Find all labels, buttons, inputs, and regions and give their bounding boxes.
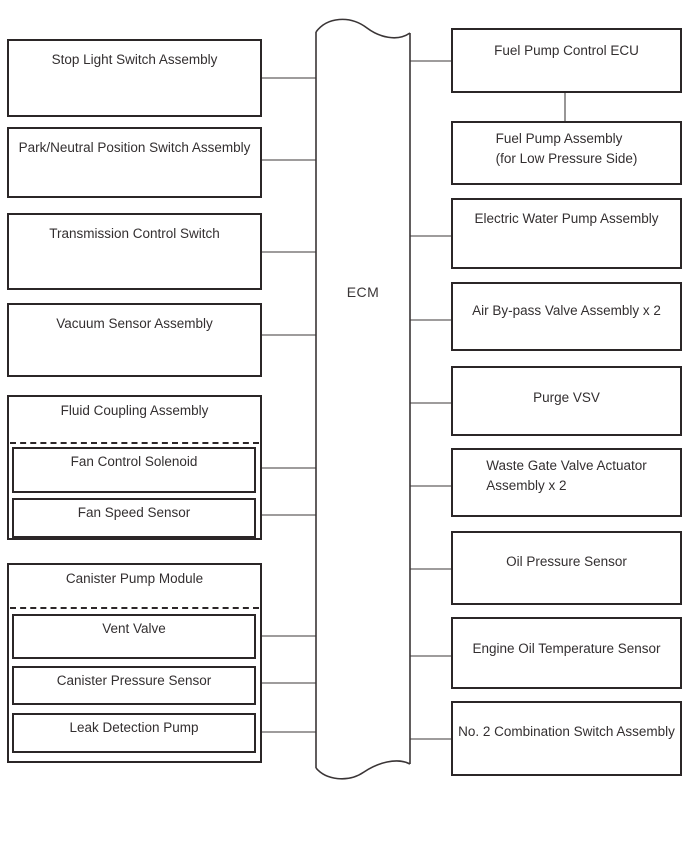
dashed-divider [10, 607, 259, 609]
block-no2-combination-switch-assembly: No. 2 Combination Switch Assembly [451, 701, 682, 776]
block-fuel-pump-assembly-low-pressure: Fuel Pump Assembly (for Low Pressure Sid… [451, 121, 682, 185]
block-stop-light-switch-assembly: Stop Light Switch Assembly [7, 39, 262, 117]
block-transmission-control-switch: Transmission Control Switch [7, 213, 262, 290]
block-label: Fuel Pump Control ECU [494, 43, 639, 58]
block-label: Fuel Pump Assembly (for Low Pressure Sid… [495, 131, 638, 167]
block-label: Fan Control Solenoid [70, 454, 198, 469]
ecm-torn-bottom-edge [315, 760, 411, 780]
block-label: No. 2 Combination Switch Assembly [458, 724, 675, 739]
block-label: Vacuum Sensor Assembly [56, 316, 213, 331]
left-connectors [256, 77, 316, 733]
block-oil-pressure-sensor: Oil Pressure Sensor [451, 531, 682, 605]
block-label: Electric Water Pump Assembly [474, 211, 659, 226]
block-leak-detection-pump: Leak Detection Pump [12, 713, 256, 753]
block-label: Canister Pressure Sensor [56, 673, 212, 688]
ecm-label: ECM [346, 284, 380, 300]
block-fan-speed-sensor: Fan Speed Sensor [12, 498, 256, 538]
block-engine-oil-temperature-sensor: Engine Oil Temperature Sensor [451, 617, 682, 689]
ecm-column-shape [315, 18, 411, 780]
block-label: Oil Pressure Sensor [506, 554, 627, 569]
group-canister-pump-module: Canister Pump Module Vent Valve Canister… [7, 563, 262, 763]
block-label: Stop Light Switch Assembly [51, 52, 218, 67]
block-purge-vsv: Purge VSV [451, 366, 682, 436]
block-label: Fan Speed Sensor [77, 505, 191, 520]
block-label: Purge VSV [533, 390, 600, 405]
block-label: Engine Oil Temperature Sensor [472, 641, 661, 656]
block-label: Leak Detection Pump [69, 720, 199, 735]
block-label: Waste Gate Valve Actuator Assembly x 2 [486, 458, 647, 494]
block-label: Air By-pass Valve Assembly x 2 [472, 303, 661, 318]
block-label: Vent Valve [102, 621, 166, 636]
block-vacuum-sensor-assembly: Vacuum Sensor Assembly [7, 303, 262, 377]
block-park-neutral-position-switch-assembly: Park/Neutral Position Switch Assembly [7, 127, 262, 198]
group-fluid-coupling-assembly: Fluid Coupling Assembly Fan Control Sole… [7, 395, 262, 540]
dashed-divider [10, 442, 259, 444]
block-label: Transmission Control Switch [49, 226, 220, 241]
right-connectors [410, 60, 566, 740]
block-vent-valve: Vent Valve [12, 614, 256, 659]
block-fuel-pump-control-ecu: Fuel Pump Control ECU [451, 28, 682, 93]
block-canister-pressure-sensor: Canister Pressure Sensor [12, 666, 256, 705]
block-air-bypass-valve-assembly: Air By-pass Valve Assembly x 2 [451, 282, 682, 351]
ecm-torn-top-edge [315, 18, 411, 39]
block-fan-control-solenoid: Fan Control Solenoid [12, 447, 256, 493]
block-label: Park/Neutral Position Switch Assembly [18, 140, 251, 155]
group-title: Fluid Coupling Assembly [60, 403, 209, 418]
group-title: Canister Pump Module [65, 571, 204, 586]
block-electric-water-pump-assembly: Electric Water Pump Assembly [451, 198, 682, 269]
block-waste-gate-valve-actuator-assembly: Waste Gate Valve Actuator Assembly x 2 [451, 448, 682, 517]
